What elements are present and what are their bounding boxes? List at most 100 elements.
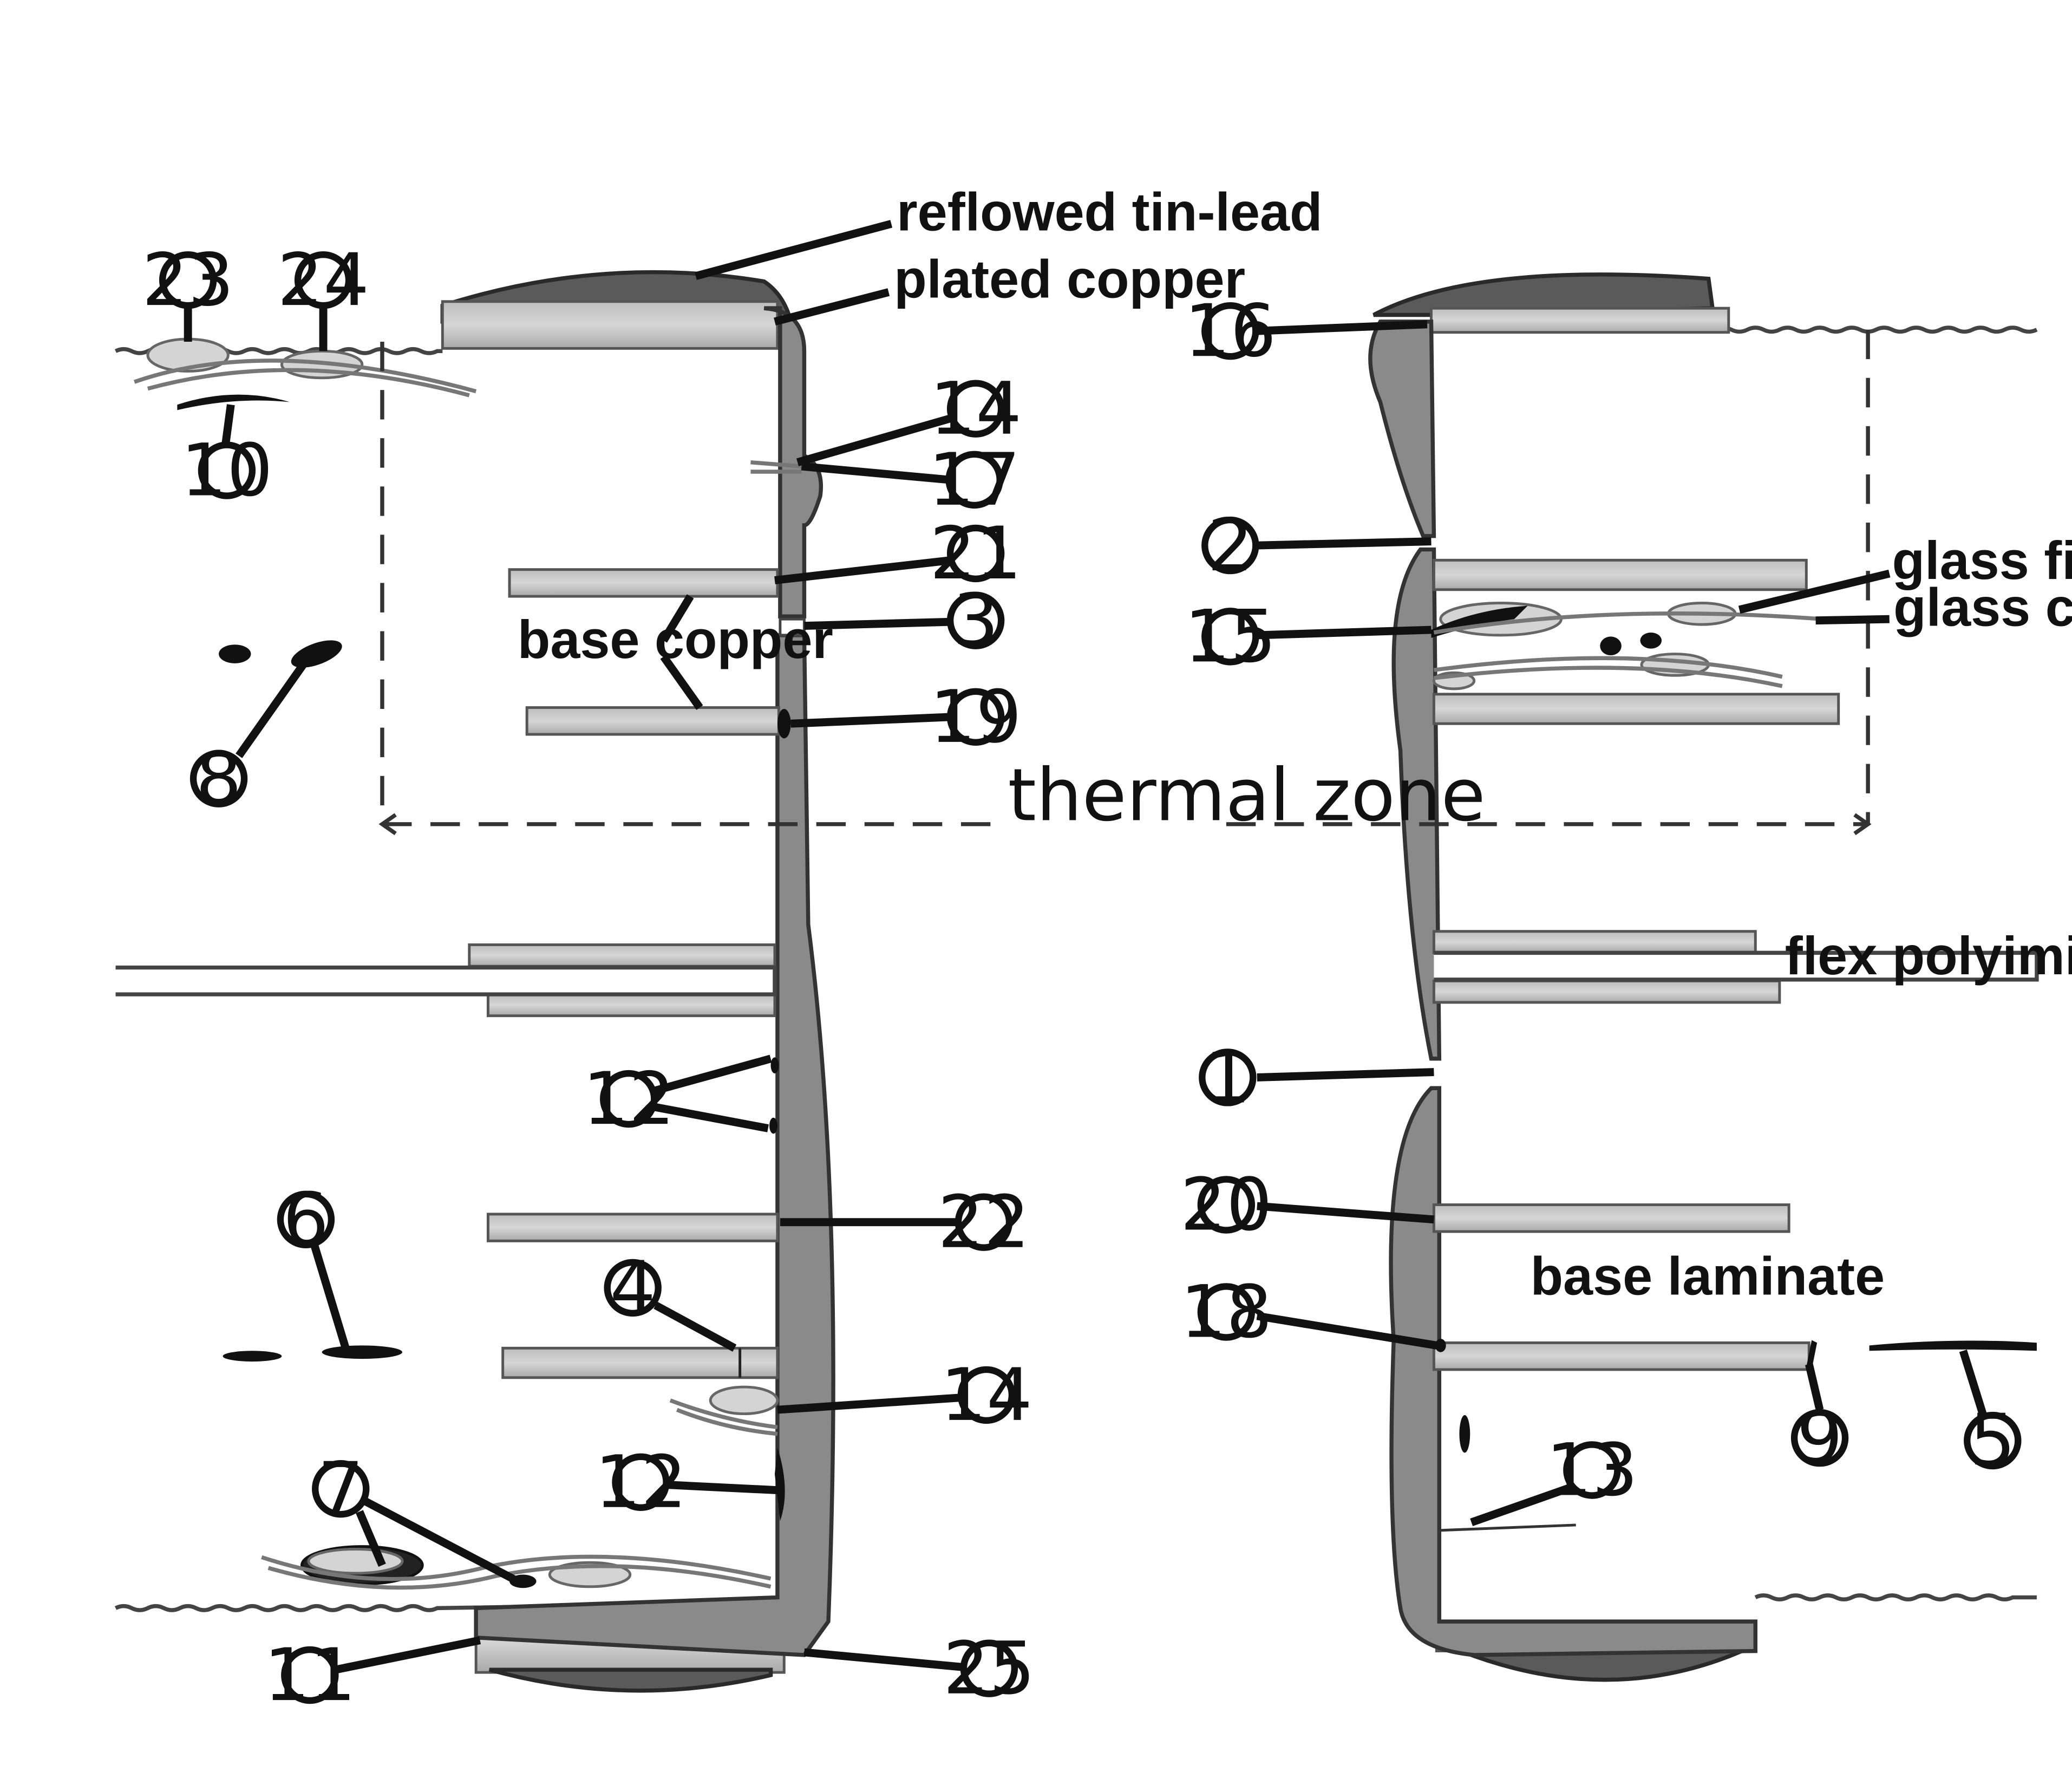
label-reflowed-tin-lead: reflowed tin-lead <box>897 182 1322 242</box>
callout-14b: 14 <box>940 1353 1032 1437</box>
left-barrel-plated-copper-lower <box>474 633 835 1657</box>
left-inner-copper-2 <box>525 706 780 736</box>
svg-text:3: 3 <box>953 578 999 663</box>
callout-2: 2 <box>1201 503 1259 588</box>
right-bottom-surface <box>1754 1593 2037 1601</box>
svg-text:17: 17 <box>929 438 1021 522</box>
callout-1: 1 <box>1199 1035 1257 1119</box>
left-top-pad-copper <box>441 300 779 350</box>
defect-18 <box>1435 1339 1446 1352</box>
svg-text:14: 14 <box>940 1353 1032 1437</box>
svg-text:14: 14 <box>930 367 1022 451</box>
defect-5 <box>1869 1340 2037 1351</box>
left-bottom-surface <box>114 1600 777 1612</box>
callout-17: 17 <box>929 438 1021 522</box>
label-plated-copper: plated copper <box>894 249 1245 309</box>
callout-9: 9 <box>1790 1396 1849 1480</box>
callout-22: 22 <box>938 1180 1030 1265</box>
callout-4: 4 <box>604 1246 662 1330</box>
void-6b <box>322 1345 403 1359</box>
svg-text:12: 12 <box>583 1057 675 1141</box>
callout-3: 3 <box>946 578 1005 663</box>
left-hole-section <box>114 270 835 1693</box>
left-inner-copper-1 <box>508 568 779 598</box>
right-top-surface <box>1714 325 2038 334</box>
callout-23: 23 <box>142 238 234 322</box>
callout-10: 10 <box>181 428 273 513</box>
right-hole-section <box>1368 272 2039 1682</box>
svg-text:8: 8 <box>196 737 242 821</box>
right-inner-copper-2 <box>1432 693 1840 725</box>
svg-text:18: 18 <box>1180 1270 1272 1354</box>
svg-text:1: 1 <box>1205 1035 1251 1119</box>
svg-text:6: 6 <box>283 1177 329 1262</box>
callout-11: 11 <box>264 1633 356 1717</box>
callout-12b: 12 <box>595 1440 687 1525</box>
right-inner-copper-3 <box>1432 930 1757 954</box>
svg-text:7: 7 <box>318 1447 364 1531</box>
right-inner-copper-6 <box>1432 1341 1810 1371</box>
svg-text:16: 16 <box>1184 289 1276 373</box>
defect-13-void <box>1459 1415 1470 1453</box>
callout-5: 5 <box>1964 1398 2022 1483</box>
fibers-14-top <box>750 460 802 474</box>
callout-25: 25 <box>943 1626 1035 1711</box>
left-lower-glass-fibers <box>669 1385 779 1436</box>
label-flex-polyimide: flex polyimide <box>1785 926 2072 986</box>
callout-14a: 14 <box>930 367 1022 451</box>
svg-text:21: 21 <box>930 511 1022 596</box>
void-6a <box>223 1351 282 1362</box>
callout-21: 21 <box>930 511 1022 596</box>
left-inner-copper-6 <box>501 1346 779 1379</box>
svg-text:12: 12 <box>595 1440 687 1525</box>
left-barrel-gap <box>779 617 806 637</box>
defect-13-crack <box>1439 1523 1576 1532</box>
thermal-zone: thermal zone <box>378 329 1872 837</box>
callout-20: 20 <box>1180 1163 1272 1247</box>
svg-text:15: 15 <box>1184 594 1276 679</box>
svg-text:22: 22 <box>938 1180 1030 1265</box>
svg-text:5: 5 <box>1970 1398 2016 1483</box>
defect-9 <box>1806 1340 1818 1370</box>
callout-16: 16 <box>1184 289 1276 373</box>
label-glass-cloth: glass cloth <box>1893 577 2072 637</box>
callout-13: 13 <box>1546 1428 1638 1512</box>
right-top-pad-copper <box>1429 307 1730 334</box>
svg-text:9: 9 <box>1797 1396 1843 1480</box>
svg-text:13: 13 <box>1546 1428 1638 1512</box>
callout-6: 6 <box>277 1177 335 1262</box>
defect-12a <box>770 1057 779 1074</box>
callout-19: 19 <box>930 675 1022 759</box>
svg-text:23: 23 <box>142 238 234 322</box>
void-8b <box>291 640 342 668</box>
defect-12c <box>774 1447 785 1521</box>
left-top-glass-fibers <box>133 337 477 398</box>
svg-text:11: 11 <box>264 1633 356 1717</box>
callout-leaders <box>184 305 1988 1674</box>
right-inner-copper-1 <box>1432 558 1808 591</box>
right-bottom-tin-lead <box>1460 1649 1743 1682</box>
right-flex-polyimide <box>1434 950 2039 982</box>
right-inner-copper-4 <box>1432 979 1781 1004</box>
label-base-laminate: base laminate <box>1531 1246 1885 1306</box>
left-bottom-tin-lead <box>488 1667 773 1693</box>
void-8a <box>219 644 251 663</box>
defect-12b <box>769 1117 777 1134</box>
left-inner-copper-3 <box>468 943 776 968</box>
label-glass-fibers: glass fibers <box>1892 530 2072 590</box>
right-top-tin-lead <box>1372 272 1715 317</box>
left-bottom-glass-fibers <box>261 1545 772 1590</box>
right-barrel-upper <box>1368 320 1436 538</box>
defect-19 <box>777 708 791 739</box>
thermal-zone-label: thermal zone <box>1008 753 1486 837</box>
left-inner-copper-4 <box>486 993 776 1018</box>
right-barrel-middle <box>1391 547 1442 1061</box>
callout-7: 7 <box>312 1447 370 1531</box>
callout-12a: 12 <box>583 1057 675 1141</box>
right-inner-copper-5 <box>1432 1203 1790 1233</box>
callout-24: 24 <box>277 238 369 322</box>
callout-15: 15 <box>1184 594 1276 679</box>
defect-10 <box>177 394 290 411</box>
right-barrel-lower <box>1389 1086 1758 1657</box>
